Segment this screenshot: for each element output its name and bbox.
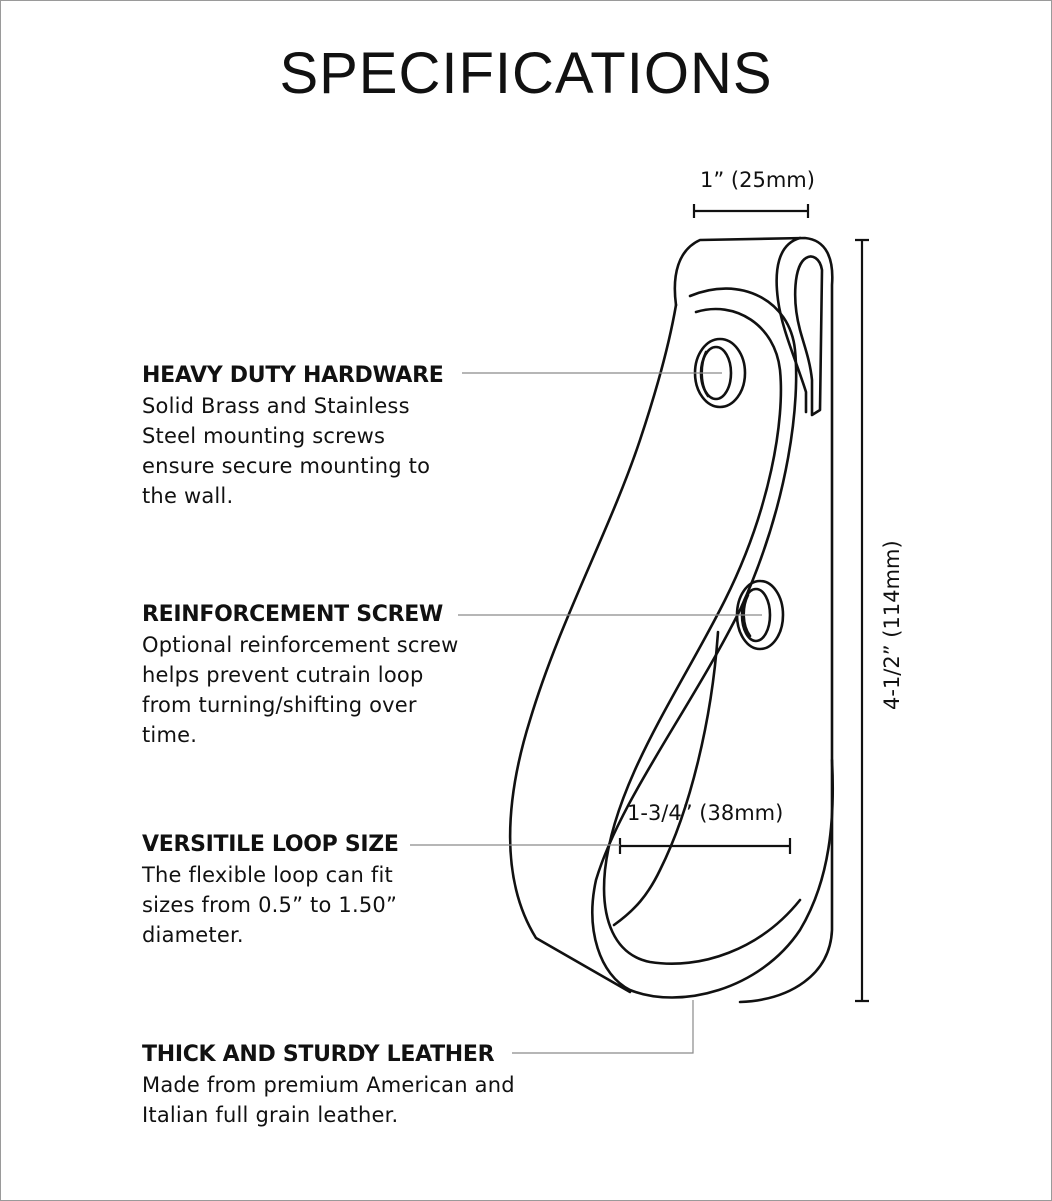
spec-versitile-loop-size: VERSITILE LOOP SIZE The flexible loop ca… [142, 830, 432, 950]
spec-reinforcement-screw: REINFORCEMENT SCREW Optional reinforceme… [142, 600, 472, 750]
height-dimension-line [855, 238, 869, 1003]
leader-leather [512, 1000, 694, 1054]
spec-body: Solid Brass and Stainless Steel mounting… [142, 394, 431, 508]
loop-dimension-line [618, 838, 792, 854]
page-title: SPECIFICATIONS [279, 41, 773, 106]
width-dimension-line [692, 204, 810, 218]
spec-heading: THICK AND STURDY LEATHER [142, 1042, 495, 1067]
spec-body: Made from premium American and Italian f… [142, 1073, 515, 1127]
height-dimension-label: 4-1/2” (114mm) [880, 540, 904, 710]
spec-thick-sturdy-leather: THICK AND STURDY LEATHER Made from premi… [142, 1040, 522, 1130]
front-outer [591, 287, 835, 999]
front-inner [602, 307, 802, 966]
top-fold-inner [793, 255, 824, 417]
top-fold [775, 236, 808, 414]
spec-heading: REINFORCEMENT SCREW [142, 602, 443, 627]
spec-heavy-duty-hardware: HEAVY DUTY HARDWARE Solid Brass and Stai… [142, 361, 462, 511]
spec-body: The flexible loop can fit sizes from 0.5… [142, 863, 398, 947]
width-dimension-label: 1” (25mm) [700, 168, 815, 192]
back-strap [673, 236, 834, 1004]
loop-dimension-label: 1-3/4” (38mm) [627, 801, 784, 825]
spec-body: Optional reinforcement screw helps preve… [142, 633, 459, 747]
spec-heading: HEAVY DUTY HARDWARE [142, 363, 444, 388]
spec-heading: VERSITILE LOOP SIZE [142, 832, 399, 857]
tail-end [612, 630, 720, 927]
